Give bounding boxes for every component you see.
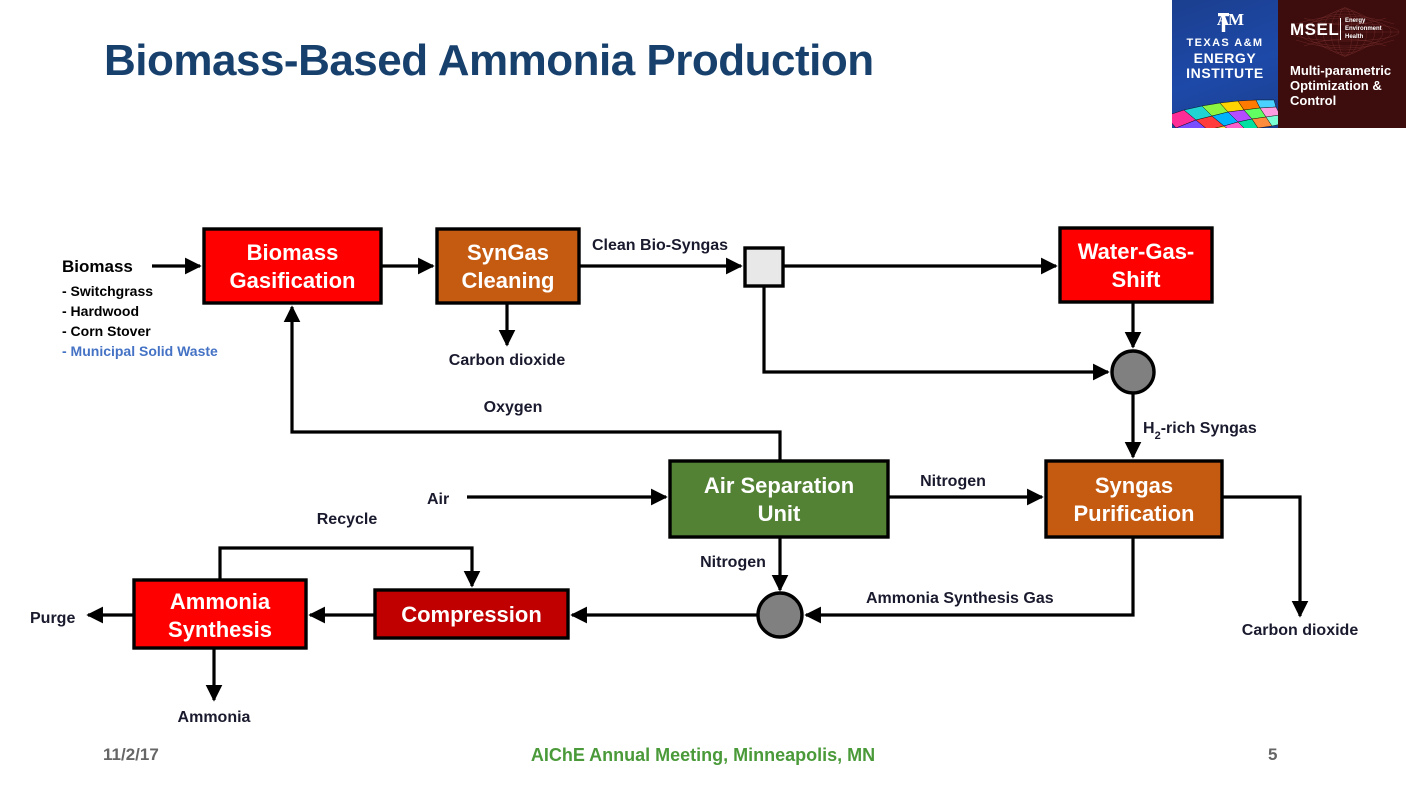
unit-air-separation-unit[interactable]: Air Separation Unit xyxy=(668,459,890,539)
tagline-line-3: Control xyxy=(1290,93,1337,108)
stream-label-air: Air xyxy=(427,491,449,508)
tamu-logo-line-1: TEXAS A&M xyxy=(1186,37,1264,49)
msel-divider xyxy=(1340,18,1341,40)
texas-am-energy-institute-logo: A M TEXAS A&M ENERGY INSTITUTE xyxy=(1172,0,1278,128)
feed-item-switchgrass: - Switchgrass xyxy=(62,283,153,299)
msel-wordmark: MSEL xyxy=(1290,20,1340,39)
unit-label-line1: Water-Gas- xyxy=(1078,239,1195,264)
stream-label-h2-rich-syngas: H2-rich Syngas xyxy=(1143,420,1257,442)
msel-subtitle-energy: Energy xyxy=(1345,18,1366,24)
stream-label-nitrogen-to-purification: Nitrogen xyxy=(920,473,986,490)
unit-syngas-purification[interactable]: Syngas Purification xyxy=(1044,459,1224,539)
line-splitter-bypass-to-mixer xyxy=(762,286,1110,381)
unit-label-line2: Unit xyxy=(758,501,801,526)
feed-item-hardwood: - Hardwood xyxy=(62,303,139,319)
unit-compression[interactable]: Compression xyxy=(373,588,570,640)
stream-label-carbon-dioxide-purification: Carbon dioxide xyxy=(1242,622,1359,639)
node-syngas-splitter[interactable] xyxy=(743,246,785,288)
unit-biomass-gasification[interactable]: Biomass Gasification xyxy=(202,227,383,305)
unit-label-line2: Cleaning xyxy=(462,268,555,293)
tagline-line-1: Multi-parametric xyxy=(1290,63,1392,78)
unit-label-line1: Air Separation xyxy=(704,473,854,498)
line-recycle-loop xyxy=(218,546,481,588)
node-syngas-mixer[interactable] xyxy=(1110,349,1156,395)
page-title: Biomass-Based Ammonia Production xyxy=(104,36,874,85)
logo-banner: A M TEXAS A&M ENERGY INSTITUTE xyxy=(1172,0,1406,128)
stream-labels: Clean Bio-Syngas Carbon dioxide Oxygen H… xyxy=(30,237,1358,726)
footer-page-number: 5 xyxy=(1268,745,1278,764)
unit-water-gas-shift[interactable]: Water-Gas- Shift xyxy=(1058,226,1214,304)
stream-label-clean-bio-syngas: Clean Bio-Syngas xyxy=(592,237,728,254)
unit-label-line2: Purification xyxy=(1073,501,1194,526)
stream-label-ammonia-synthesis-gas: Ammonia Synthesis Gas xyxy=(866,590,1054,607)
feed-item-corn-stover: - Corn Stover xyxy=(62,323,151,339)
tamu-logo-line-2: ENERGY xyxy=(1193,50,1257,66)
footer-date: 11/2/17 xyxy=(103,745,159,764)
unit-operations: Biomass Gasification SynGas Cleaning Wat… xyxy=(132,226,1224,650)
junction-nodes xyxy=(743,246,1156,639)
stream-label-recycle: Recycle xyxy=(317,511,378,528)
node-feed-gas-mixer[interactable] xyxy=(756,591,804,639)
unit-label-line2: Shift xyxy=(1112,267,1162,292)
msel-subtitle-environment: Environment xyxy=(1345,26,1382,32)
tagline-line-2: Optimization & xyxy=(1290,78,1382,93)
line-purification-to-mixer xyxy=(804,537,1135,624)
unit-ammonia-synthesis[interactable]: Ammonia Synthesis xyxy=(132,578,308,650)
flow-connectors xyxy=(86,257,1309,702)
unit-label-line1: SynGas xyxy=(467,240,549,265)
feed-title: Biomass xyxy=(62,257,133,276)
msel-logo: MSEL Energy Environment Health Multi-par… xyxy=(1278,0,1406,128)
ripple-mesh-icon xyxy=(1290,7,1400,57)
colorful-mesh-graphic xyxy=(1172,99,1278,128)
unit-label-line1: Biomass xyxy=(247,240,339,265)
feed-item-municipal-solid-waste: - Municipal Solid Waste xyxy=(62,343,218,359)
texas-am-athletic-t-icon: A M xyxy=(1217,10,1244,32)
stream-label-nitrogen-to-mixer: Nitrogen xyxy=(700,554,766,571)
unit-label-line2: Synthesis xyxy=(168,617,272,642)
unit-syngas-cleaning[interactable]: SynGas Cleaning xyxy=(435,227,581,305)
biomass-feed-list: Biomass - Switchgrass - Hardwood - Corn … xyxy=(62,257,218,359)
stream-label-carbon-dioxide-cleaning: Carbon dioxide xyxy=(449,352,566,369)
stream-label-ammonia-product: Ammonia xyxy=(178,709,251,726)
unit-label-line2: Gasification xyxy=(230,268,356,293)
footer-conference: AIChE Annual Meeting, Minneapolis, MN xyxy=(530,745,876,765)
line-purification-co2-out xyxy=(1222,495,1309,618)
stream-label-oxygen: Oxygen xyxy=(484,399,543,416)
msel-subtitle-health: Health xyxy=(1345,34,1364,40)
svg-text:M: M xyxy=(1228,10,1244,29)
tamu-logo-line-3: INSTITUTE xyxy=(1186,65,1264,81)
unit-label-line1: Compression xyxy=(401,602,542,627)
stream-label-purge: Purge xyxy=(30,610,75,627)
unit-label-line1: Syngas xyxy=(1095,473,1173,498)
unit-label-line1: Ammonia xyxy=(170,589,271,614)
